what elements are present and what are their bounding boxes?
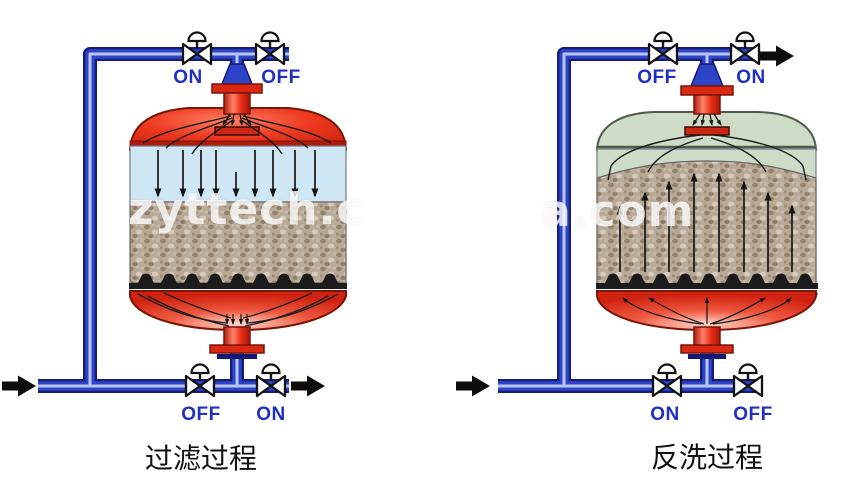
valve-state-label-top-right: OFF [261,67,301,88]
valve-state-label-bottom-left: OFF [181,404,221,425]
pipe-network [498,47,762,393]
backwash-diagram [456,31,818,398]
valve-state-label-bottom-right: ON [256,404,286,425]
filtration-diagram [2,31,348,398]
valve-state-label-bottom-right: OFF [733,404,773,425]
filter-tank [128,107,348,332]
dome-flow-lines [607,134,807,181]
caption-backwash-process: 反洗过程 [650,443,764,474]
valve-state-label-bottom-left: ON [650,404,680,425]
bottom-outlet-connection [209,326,265,359]
inlet-flow-arrow-icon [2,375,36,397]
bottom-inlet-connection [680,326,734,359]
valve-state-label-top-right: ON [736,67,766,88]
outlet-flow-arrow-icon [291,375,325,397]
pipe-network [38,47,289,393]
dome-flow-lines [142,115,332,155]
filter-media-layer [596,160,817,291]
caption-filtration-process: 过滤过程 [144,444,258,475]
distributor [684,126,730,136]
top-inlet-connection [211,63,263,136]
filter-tank [595,111,818,332]
valve-state-label-top-left: ON [173,67,203,88]
inlet-flow-arrow-icon [456,375,490,397]
upward-flow-arrows [616,172,796,272]
valve-state-label-top-left: OFF [637,67,677,88]
bowl-flow-lines [622,297,792,325]
tank-bottom-dome [129,290,347,332]
filter-media-layer [129,201,347,284]
top-outlet-connection [680,63,734,136]
water-layer [129,145,347,203]
distributor [214,126,260,136]
bowl-flow-lines [137,292,339,327]
downward-flow-arrows [154,150,319,198]
outlet-flow-arrow-icon [760,45,794,67]
